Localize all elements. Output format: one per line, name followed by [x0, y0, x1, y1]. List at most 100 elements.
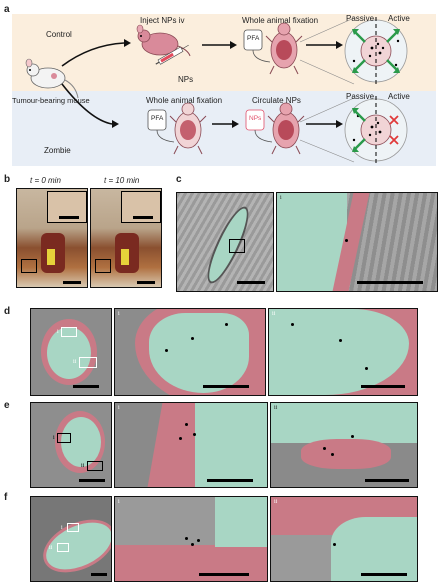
pfa-bag-bottom-icon	[147, 109, 175, 143]
nanoparticle	[197, 539, 200, 542]
roi-label-ii: ii	[73, 359, 77, 365]
syringe-icon	[155, 44, 189, 65]
zombie-label: Zombie	[44, 146, 71, 155]
lumen-region	[271, 403, 417, 443]
nanoparticle	[191, 337, 194, 340]
sub-label-i: i	[118, 311, 120, 317]
nanoparticle	[331, 453, 334, 456]
scale-bar	[361, 573, 407, 576]
roi-label-ii: ii	[81, 463, 85, 469]
t0-label: t = 0 min	[30, 176, 61, 185]
vessel-diagram-top	[344, 17, 408, 85]
scale-bar	[137, 281, 155, 284]
roi-box-i	[57, 433, 71, 443]
vessel-diagram-bottom	[344, 96, 408, 164]
tumour-mouse-label: Tumour-bearing mouse	[12, 96, 90, 105]
scale-bar	[63, 281, 81, 284]
scale-bar	[79, 479, 105, 482]
panel-a: a	[0, 0, 440, 170]
scale-bar	[237, 281, 265, 284]
tem-e-i: i	[114, 402, 268, 488]
roi-box-c	[229, 239, 245, 253]
roi-box-t10	[95, 259, 111, 273]
active-bottom-label: Active	[388, 92, 410, 101]
tem-e-ii: ii	[270, 402, 418, 488]
passive-bottom-label: Passive	[346, 92, 375, 101]
tem-f-overview: i ii	[30, 496, 112, 582]
panel-letter-d: d	[4, 306, 11, 317]
roi-box-i	[67, 523, 79, 532]
sub-label-ii: ii	[272, 311, 276, 317]
nanoparticle	[185, 537, 188, 540]
vessel-lumen	[200, 202, 256, 288]
scale-bar	[73, 385, 99, 388]
nanoparticle	[179, 437, 182, 440]
fixation-bottom-label: Whole animal fixation	[146, 96, 223, 105]
sub-label-ii: ii	[274, 405, 278, 411]
tumour-region	[121, 249, 129, 265]
fixed-mouse-bottom-icon	[169, 102, 207, 155]
nps-bag-label: NPs	[249, 115, 262, 122]
circulated-mouse-icon	[267, 102, 305, 155]
lumen-region	[269, 309, 409, 395]
lumen-region	[195, 403, 267, 487]
tem-c-overview	[176, 192, 274, 292]
sub-label-i: i	[280, 195, 282, 201]
lumen-region	[331, 517, 417, 581]
control-label: Control	[46, 30, 72, 39]
fixation-top-label: Whole animal fixation	[242, 16, 319, 25]
scale-bar	[199, 573, 249, 576]
nanoparticle	[365, 367, 368, 370]
nanoparticle	[339, 339, 342, 342]
injected-mouse-icon	[136, 24, 191, 57]
nps-label: NPs	[178, 75, 194, 84]
panel-letter-a: a	[4, 4, 10, 15]
scale-bar	[357, 281, 423, 284]
photo-t10	[90, 188, 162, 288]
lumen-region	[47, 327, 91, 379]
sub-label-i: i	[118, 499, 120, 505]
scale-bar	[59, 216, 79, 219]
tem-e-overview: i ii	[30, 402, 112, 488]
nps-bag-icon	[245, 109, 273, 143]
nanoparticle	[193, 433, 196, 436]
lumen-region	[215, 497, 267, 547]
nanoparticle	[345, 239, 348, 242]
pfa-bottom-label: PFA	[151, 115, 164, 122]
roi-label-i: i	[61, 525, 63, 531]
scale-bar	[207, 479, 253, 482]
pfa-top-label: PFA	[247, 35, 260, 42]
tem-d-i: i	[114, 308, 266, 396]
nanoparticle	[333, 543, 336, 546]
scale-bar	[91, 573, 107, 576]
tem-f-i: i	[114, 496, 268, 582]
tumour-mouse-icon	[25, 58, 79, 99]
scale-bar	[203, 385, 249, 388]
nanoparticle	[351, 435, 354, 438]
tumour-region	[47, 249, 55, 265]
panel-letter-f: f	[4, 492, 8, 503]
passive-top-label: Passive	[346, 14, 375, 23]
endothelium-region	[301, 439, 391, 469]
schematic-a	[12, 14, 436, 166]
roi-label-i: i	[57, 329, 59, 335]
fixed-mouse-top-icon	[265, 22, 303, 75]
panel-letter-e: e	[4, 400, 10, 411]
tem-d-ii: ii	[268, 308, 418, 396]
nanoparticle	[185, 423, 188, 426]
roi-label-i: i	[53, 435, 55, 441]
nanoparticle	[323, 447, 326, 450]
scale-bar	[365, 479, 409, 482]
scale-bar	[361, 385, 405, 388]
inject-label: Inject NPs iv	[140, 16, 185, 25]
roi-box-t0	[21, 259, 37, 273]
panel-letter-b: b	[4, 174, 11, 185]
roi-box-ii	[57, 543, 69, 552]
roi-box-i	[61, 327, 77, 337]
lumen-region	[149, 313, 249, 393]
sub-label-ii: ii	[274, 499, 278, 505]
active-top-label: Active	[388, 14, 410, 23]
tem-d-overview: i ii	[30, 308, 112, 396]
sub-label-i: i	[118, 405, 120, 411]
photo-t0	[16, 188, 88, 288]
